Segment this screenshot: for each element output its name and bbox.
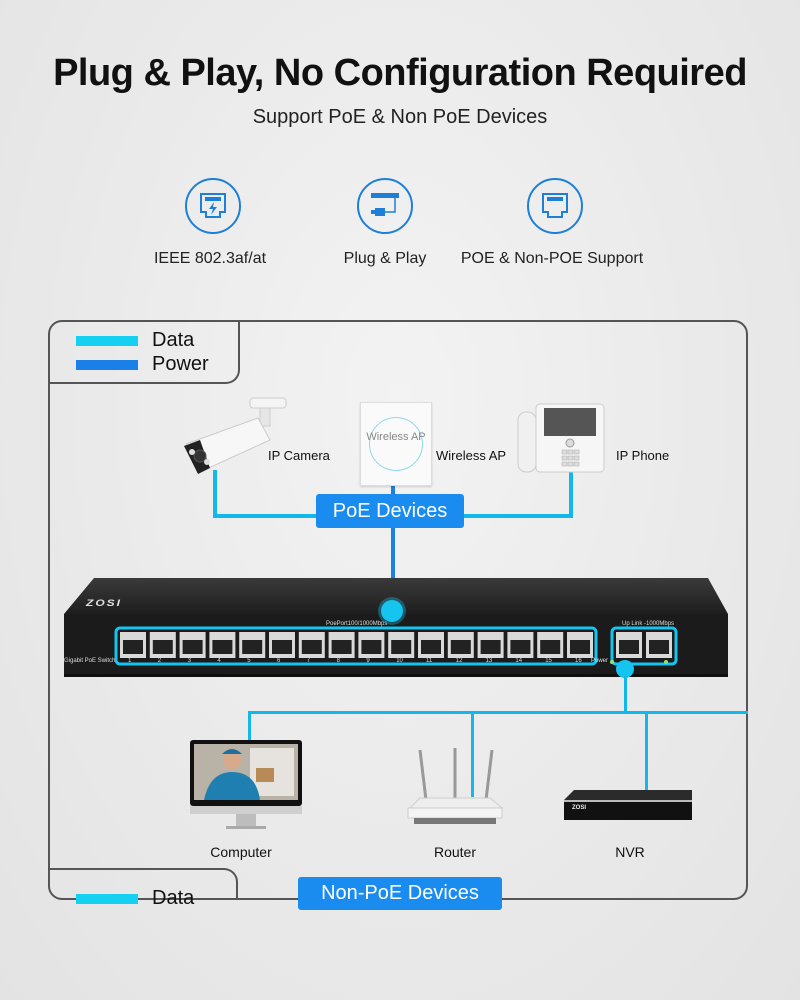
computer-icon bbox=[190, 740, 302, 832]
feature-label: Plug & Play bbox=[343, 250, 427, 267]
device-label: NVR bbox=[615, 844, 645, 860]
switch-brand-logo: ZOSI bbox=[86, 597, 123, 609]
port-socket bbox=[391, 640, 412, 654]
port-number: 14 bbox=[515, 658, 523, 664]
port-number: 8 bbox=[336, 658, 340, 664]
port-socket bbox=[619, 640, 639, 654]
data-line bbox=[569, 470, 573, 518]
poe-switch bbox=[60, 574, 730, 686]
data-line bbox=[248, 711, 748, 714]
legend-swatch-data bbox=[76, 894, 138, 904]
data-line bbox=[248, 711, 251, 743]
power-line bbox=[391, 476, 395, 606]
uplink-label: Up Link -1000Mbps bbox=[622, 621, 675, 627]
port-number: 4 bbox=[217, 658, 221, 664]
page-subtitle: Support PoE & Non PoE Devices bbox=[252, 106, 548, 128]
port-number: 1 bbox=[128, 658, 132, 664]
power-connection-node bbox=[381, 600, 403, 622]
non-poe-devices-badge: Non-PoE Devices bbox=[298, 877, 502, 910]
feature-label: POE & Non-POE Support bbox=[460, 250, 644, 267]
uplink-connection-node bbox=[616, 660, 634, 678]
feature-label: IEEE 802.3af/at bbox=[153, 250, 267, 267]
port-socket bbox=[152, 640, 173, 654]
port-number: 10 bbox=[396, 658, 403, 664]
wireless-ap-icon: Wireless AP bbox=[360, 402, 432, 486]
nvr-icon: ZOSI bbox=[564, 788, 692, 824]
device-label: Router bbox=[433, 844, 477, 860]
port-socket bbox=[301, 640, 322, 654]
port-number: 2 bbox=[157, 658, 162, 664]
port-socket bbox=[510, 640, 531, 654]
port-socket bbox=[361, 640, 382, 654]
router-icon bbox=[406, 746, 504, 828]
port-number: 11 bbox=[426, 658, 433, 664]
legend-label-data: Data bbox=[152, 887, 195, 909]
device-label: IP Camera bbox=[268, 448, 330, 463]
port-socket bbox=[212, 640, 233, 654]
port-socket bbox=[480, 640, 501, 654]
port-number: 13 bbox=[485, 658, 493, 664]
port-number: 9 bbox=[366, 658, 370, 664]
port-socket bbox=[272, 640, 292, 654]
port-socket bbox=[123, 640, 143, 654]
legend-label-power: Power bbox=[152, 353, 209, 375]
port-number: 15 bbox=[545, 658, 552, 664]
port-socket bbox=[182, 640, 203, 654]
ip-camera-icon bbox=[180, 396, 290, 476]
page-title: Plug & Play, No Configuration Required bbox=[53, 52, 747, 94]
data-line bbox=[624, 676, 627, 712]
legend-label-data: Data bbox=[152, 329, 195, 351]
device-label: Computer bbox=[210, 844, 272, 860]
port-socket bbox=[421, 640, 441, 654]
nvr-brand: ZOSI bbox=[572, 805, 587, 811]
plug-cable-icon bbox=[357, 178, 413, 234]
power-led-label: Power bbox=[591, 658, 609, 664]
port-socket bbox=[450, 640, 471, 654]
wireless-ap-device-text: Wireless AP bbox=[366, 431, 426, 443]
port-socket bbox=[331, 640, 352, 654]
legend-top bbox=[48, 320, 240, 384]
port-number: 16 bbox=[575, 658, 582, 664]
ethernet-port-icon bbox=[527, 178, 583, 234]
data-line bbox=[213, 470, 217, 518]
port-number: 7 bbox=[306, 658, 311, 664]
data-line bbox=[645, 711, 648, 793]
legend-swatch-power bbox=[76, 360, 138, 370]
data-line bbox=[471, 711, 474, 797]
device-label: IP Phone bbox=[616, 448, 670, 463]
legend-swatch-data bbox=[76, 336, 138, 346]
port-socket bbox=[242, 640, 263, 654]
ethernet-port-lightning-icon bbox=[185, 178, 241, 234]
port-number: 5 bbox=[247, 658, 251, 664]
port-socket bbox=[540, 640, 561, 654]
port-number: 3 bbox=[187, 658, 191, 664]
port-socket bbox=[570, 640, 590, 654]
port-number: 12 bbox=[455, 658, 463, 664]
port-socket bbox=[649, 640, 669, 654]
poe-ports-label: PoePort100/1000Mbps bbox=[326, 621, 388, 627]
switch-model-label: Gigabit PoE Switch bbox=[64, 658, 116, 664]
device-label: Wireless AP bbox=[436, 448, 507, 463]
port-number: 6 bbox=[277, 658, 281, 664]
poe-devices-badge: PoE Devices bbox=[316, 494, 464, 528]
ip-phone-icon bbox=[512, 400, 608, 480]
legend-bottom bbox=[48, 868, 238, 900]
